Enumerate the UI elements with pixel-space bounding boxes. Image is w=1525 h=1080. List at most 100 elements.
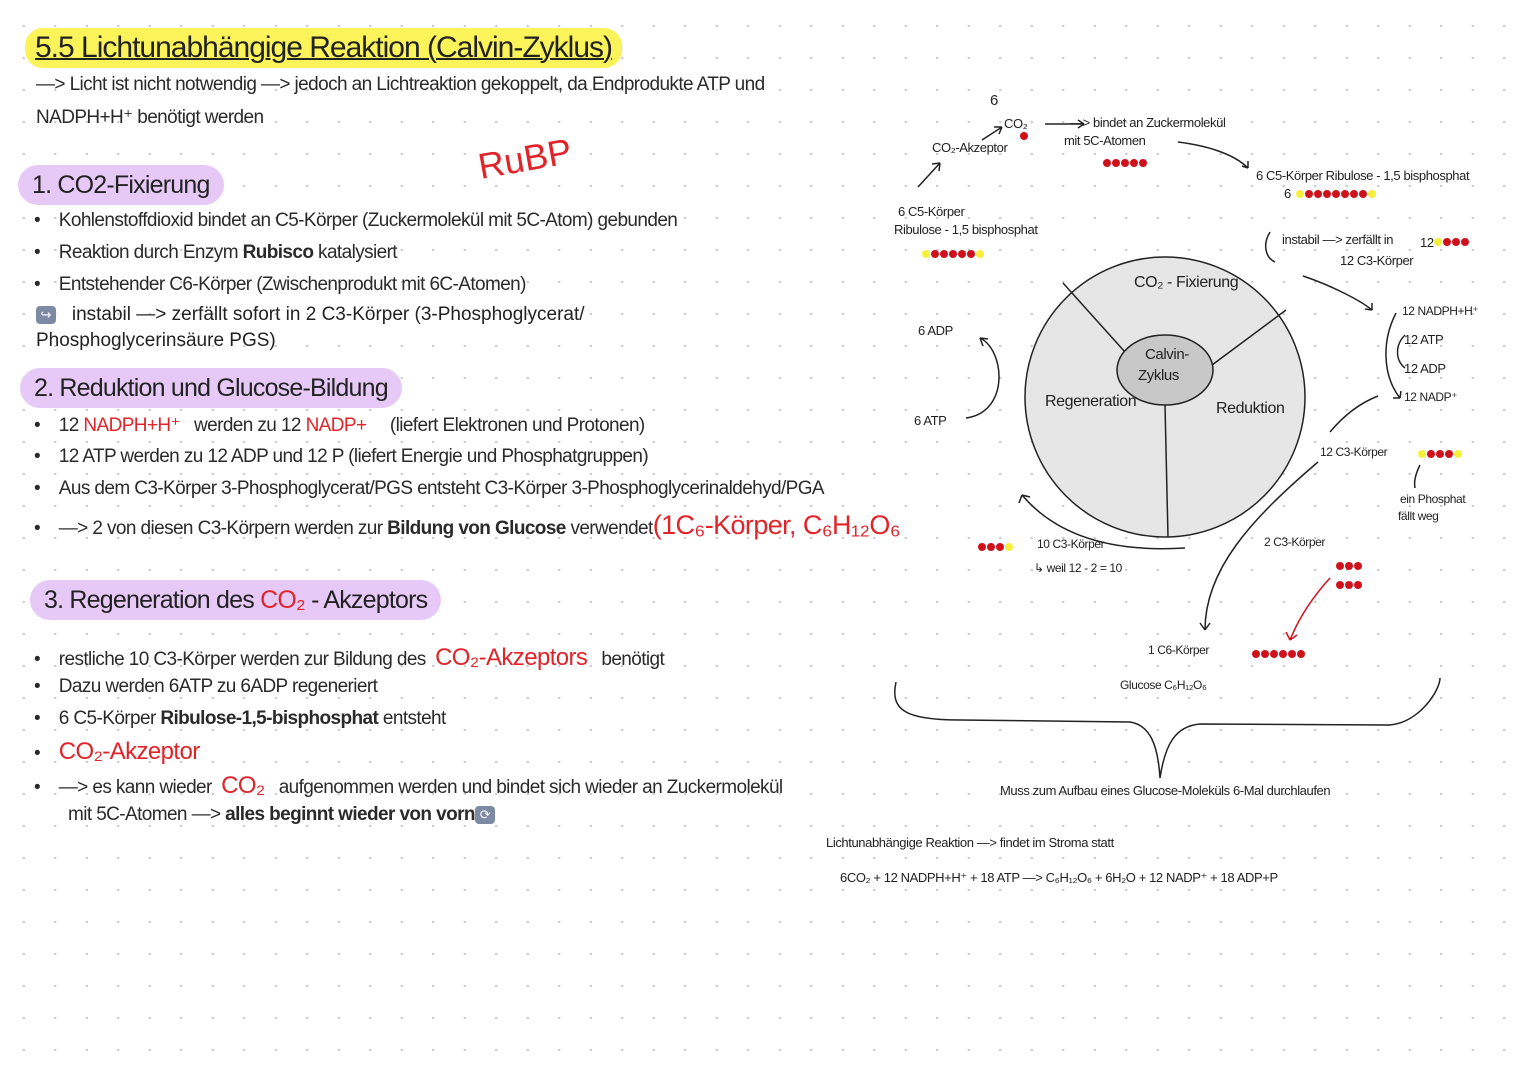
bindet-label: —> bindet an Zuckermolekül xyxy=(1070,115,1226,130)
atom-dot xyxy=(1454,450,1462,458)
restart-bold: alles beginnt wieder von vorn xyxy=(225,804,475,825)
divider xyxy=(1062,282,1126,353)
rubp-right-count: 6 xyxy=(1284,186,1291,201)
atom-dot xyxy=(1121,159,1129,167)
rubp-left-label-2: Ribulose - 1,5 bisphosphat xyxy=(894,222,1038,237)
atom-dot xyxy=(1279,650,1287,658)
atom-dot xyxy=(1296,190,1304,198)
curly-brace xyxy=(894,677,1441,779)
atom-dot xyxy=(958,250,966,258)
atom-dot xyxy=(1261,650,1269,658)
bullet: • —> es kann wieder CO₂ aufgenommen werd… xyxy=(34,772,783,799)
s2-b1-end: (liefert Elektronen und Protonen) xyxy=(389,415,645,436)
atom-dot xyxy=(976,250,984,258)
atom-dot xyxy=(1436,450,1444,458)
s2-b4-end: verwendet xyxy=(565,518,653,539)
adp12-label: 12 ADP xyxy=(1404,361,1446,376)
atom-dot xyxy=(1341,190,1349,198)
atom-dot xyxy=(1427,450,1435,458)
bullet: • restliche 10 C3-Körper werden zur Bild… xyxy=(34,644,665,671)
s3-b6-start: mit 5C-Atomen —> xyxy=(68,804,226,825)
section-1-heading: 1. CO2-Fixierung xyxy=(18,165,224,205)
molecule-dots xyxy=(978,543,1013,551)
s3-heading-co2: CO₂ xyxy=(260,586,306,614)
s3-b5: —> es kann wieder xyxy=(58,777,217,798)
regeneration-label: Regeneration xyxy=(1045,393,1137,410)
nadp12-label: 12 NADP⁺ xyxy=(1404,390,1458,404)
s1-bullet-3: Entstehender C6-Körper (Zwischenprodukt … xyxy=(58,274,527,295)
bullet: • —> 2 von diesen C3-Körpern werden zur … xyxy=(34,510,901,540)
atom-dot xyxy=(1305,190,1313,198)
arrow xyxy=(1045,119,1085,129)
glucose-bold: Bildung von Glucose xyxy=(387,518,566,539)
s1-note: ↪ instabil —> zerfällt sofort in 2 C3-Kö… xyxy=(36,304,585,326)
divider xyxy=(1164,404,1169,538)
s1-note-line-1: instabil —> zerfällt sofort in 2 C3-Körp… xyxy=(71,304,585,325)
section-2-heading: 2. Reduktion und Glucose-Bildung xyxy=(20,368,402,408)
molecule-dots xyxy=(1434,238,1469,246)
bullet: • 12 NADPH+H⁺ werden zu 12 NADP+ (liefer… xyxy=(34,415,645,436)
intro-line-2: NADPH+H⁺ benötigt werden xyxy=(36,107,264,128)
co2-akzeptor-red: CO₂-Akzeptors xyxy=(435,644,588,671)
atp12-label: 12 ATP xyxy=(1404,332,1444,347)
co2-label: CO₂ xyxy=(1004,116,1028,131)
weil-label: ↳ weil 12 - 2 = 10 xyxy=(1034,561,1122,575)
atom-dot xyxy=(931,250,939,258)
refresh-icon: ⟳ xyxy=(474,805,495,824)
atom-dot xyxy=(1345,562,1353,570)
phosphat-label-1: ein Phosphat xyxy=(1400,492,1466,506)
bullet: • 12 ATP werden zu 12 ADP und 12 P (lief… xyxy=(34,446,649,467)
atom-dot xyxy=(978,543,986,551)
arrow xyxy=(1385,312,1402,399)
page-title: 5.5 Lichtunabhängige Reaktion (Calvin-Zy… xyxy=(25,28,623,68)
s1-bullet-2: Reaktion durch Enzym xyxy=(58,242,243,263)
s3-b3: 6 C5-Körper xyxy=(58,708,161,729)
nadp-label: NADP+ xyxy=(305,415,367,436)
molecule-dots xyxy=(1296,190,1376,198)
s3-b1-end: benötigt xyxy=(596,649,665,670)
ribulose-bold: Ribulose-1,5-bisphosphat xyxy=(160,708,379,729)
atom-dot xyxy=(1345,581,1353,589)
rubp-left-label-1: 6 C5-Körper xyxy=(898,204,965,219)
atom-dot xyxy=(1354,562,1362,570)
s1-bullet-2-end: katalysiert xyxy=(313,242,398,263)
atom-dot xyxy=(1130,159,1138,167)
center-label-1: Calvin- xyxy=(1145,346,1189,363)
arrow xyxy=(1018,494,1186,550)
atom-dot xyxy=(1418,450,1426,458)
co2-count: 6 xyxy=(990,92,998,109)
atom-dot xyxy=(1112,159,1120,167)
nadph-label: NADPH+H⁺ xyxy=(83,415,180,436)
co2-red: CO₂ xyxy=(221,772,265,799)
atom-dot xyxy=(1323,190,1331,198)
arrow xyxy=(1199,461,1319,631)
s1-bullet-1: Kohlenstoffdioxid bindet an C5-Körper (Z… xyxy=(58,210,678,231)
arrow xyxy=(981,126,1003,141)
molecule-dots xyxy=(1336,581,1362,589)
s3-bullet-2: Dazu werden 6ATP zu 6ADP regeneriert xyxy=(58,676,378,697)
s3-b5-end: aufgenommen werden und bindet sich wiede… xyxy=(274,777,783,798)
molecule-dots xyxy=(1418,450,1462,458)
rubisco: Rubisco xyxy=(242,242,314,263)
center-label-2: Zyklus xyxy=(1138,367,1179,384)
atom-dot xyxy=(949,250,957,258)
c3-2-label: 2 C3-Körper xyxy=(1264,535,1325,549)
bullet: • Dazu werden 6ATP zu 6ADP regeneriert xyxy=(34,676,378,697)
section-3-heading: 3. Regeneration des CO₂ - Akzeptors xyxy=(30,580,442,620)
atom-dot xyxy=(987,543,995,551)
atom-dot xyxy=(940,250,948,258)
molecule-dots xyxy=(1252,650,1305,658)
c6-label: 1 C6-Körper xyxy=(1148,643,1209,657)
atom-dot xyxy=(1336,562,1344,570)
atp6-label: 6 ATP xyxy=(914,413,947,428)
red-arrow xyxy=(1285,577,1331,641)
stroma-label: Lichtunabhängige Reaktion —> findet im S… xyxy=(826,835,1114,850)
intro-line-1: —> Licht ist nicht notwendig —> jedoch a… xyxy=(36,74,765,95)
cycle-center xyxy=(1116,334,1214,406)
c3-10-label: 10 C3-Körper xyxy=(1037,537,1105,551)
atom-dot xyxy=(1368,190,1376,198)
return-arrow-icon: ↪ xyxy=(36,305,56,324)
equation: 6CO₂ + 12 NADPH+H⁺ + 18 ATP —> C₆H₁₂O₆ +… xyxy=(840,870,1278,885)
phosphat-label-2: fällt weg xyxy=(1398,509,1439,523)
atom-dot xyxy=(1139,159,1147,167)
